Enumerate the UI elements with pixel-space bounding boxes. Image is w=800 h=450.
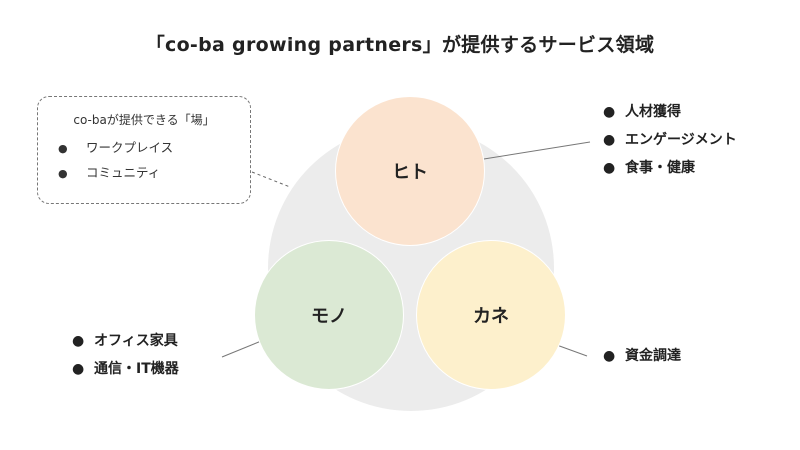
list-item: ● 人材獲得 <box>603 98 737 126</box>
bullet-icon: ● <box>58 167 68 180</box>
circle-mono-label: モノ <box>311 306 347 327</box>
bullet-icon: ● <box>603 160 616 176</box>
list-item: ● 通信・IT機器 <box>72 355 179 383</box>
list-item-label: 人材獲得 <box>625 104 681 120</box>
connector-hito <box>464 141 591 163</box>
bullet-icon: ● <box>603 104 616 120</box>
mono-list: ● オフィス家具 ● 通信・IT機器 <box>72 327 179 383</box>
hito-list: ● 人材獲得 ● エンゲージメント ● 食事・健康 <box>603 98 737 182</box>
bullet-icon: ● <box>72 361 85 377</box>
circle-mono: モノ <box>254 240 404 390</box>
kane-list: ● 資金調達 <box>603 342 681 370</box>
list-item: ● オフィス家具 <box>72 327 179 355</box>
callout-item: ● コミュニティ <box>58 160 173 185</box>
connector-callout <box>251 171 291 188</box>
circle-hito-label: ヒト <box>392 162 428 183</box>
list-item-label: 資金調達 <box>625 348 681 364</box>
list-item-label: オフィス家具 <box>94 333 178 349</box>
list-item: ● 食事・健康 <box>603 154 737 182</box>
diagram-title: 「co-ba growing partners」が提供するサービス領域 <box>145 34 655 56</box>
callout-item-label: ワークプレイス <box>86 140 174 155</box>
bullet-icon: ● <box>72 333 85 349</box>
callout-item-label: コミュニティ <box>86 165 161 180</box>
bullet-icon: ● <box>58 142 68 155</box>
circle-hito: ヒト <box>335 96 485 246</box>
circle-kane: カネ <box>416 240 566 390</box>
callout-list: ● ワークプレイス ● コミュニティ <box>58 135 173 185</box>
circle-kane-label: カネ <box>473 306 509 327</box>
list-item-label: 食事・健康 <box>625 160 695 176</box>
callout-heading: co-baが提供できる「場」 <box>73 113 215 127</box>
callout-item: ● ワークプレイス <box>58 135 173 160</box>
place-callout-box: co-baが提供できる「場」 ● ワークプレイス ● コミュニティ <box>37 96 251 204</box>
list-item: ● 資金調達 <box>603 342 681 370</box>
list-item-label: 通信・IT機器 <box>94 361 179 377</box>
bullet-icon: ● <box>603 132 616 148</box>
list-item-label: エンゲージメント <box>625 132 737 148</box>
list-item: ● エンゲージメント <box>603 126 737 154</box>
bullet-icon: ● <box>603 348 616 364</box>
